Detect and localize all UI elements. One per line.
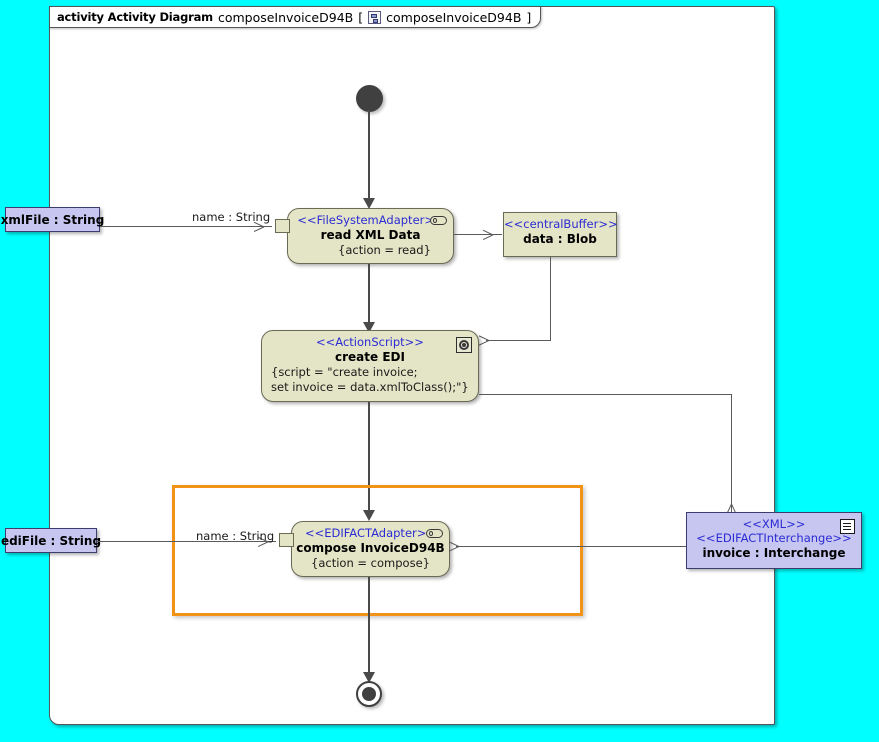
- xmlfile-label: xmlFile : String: [0, 212, 105, 227]
- document-icon: [840, 519, 855, 534]
- compose-stereotype: <<EDIFACTAdapter>>: [304, 526, 437, 540]
- read-xml-name: read XML Data: [320, 228, 421, 242]
- diagram-inner-name-label: composeInvoiceD94B: [386, 9, 522, 25]
- flow-buffer-to-create: [486, 340, 551, 342]
- arrowhead-read-xml: [363, 198, 375, 209]
- central-buffer-name: data : Blob: [523, 232, 597, 246]
- activity-diagram-icon: [368, 10, 382, 24]
- central-buffer-stereotype: <<centralBuffer>>: [504, 217, 618, 231]
- flow-read-to-buffer: [454, 234, 502, 236]
- edifile-label: ediFile : String: [0, 533, 102, 548]
- parameter-node-edifile[interactable]: ediFile : String: [1, 528, 101, 553]
- edge-label-name-string-top: name : String: [192, 210, 271, 224]
- diagram-frame-header[interactable]: activity Activity Diagram composeInvoice…: [49, 6, 542, 28]
- invoice-stereotype-edifact: <<EDIFACTInterchange>>: [696, 531, 852, 545]
- arrowhead-compose-object-in: [448, 541, 459, 552]
- invoice-name: invoice : Interchange: [702, 546, 846, 560]
- initial-node[interactable]: [356, 85, 383, 112]
- edge-label-name-string-bottom: name : String: [196, 529, 275, 543]
- parameter-node-xmlfile[interactable]: xmlFile : String: [1, 207, 104, 232]
- action-pill-icon: [430, 216, 447, 225]
- arrowhead-compose: [363, 510, 375, 521]
- script-gear-icon: [456, 337, 472, 353]
- compose-property: {action = compose}: [311, 556, 430, 570]
- create-edi-name: create EDI: [335, 350, 405, 364]
- bracket-open: [: [358, 9, 364, 25]
- read-xml-stereotype: <<FileSystemAdapter>>: [297, 213, 444, 227]
- action-pill-icon: [426, 529, 443, 538]
- action-compose-invoice[interactable]: <<EDIFACTAdapter>> compose InvoiceD94B {…: [291, 521, 450, 577]
- compose-name: compose InvoiceD94B: [296, 541, 445, 555]
- input-pin-compose[interactable]: [279, 533, 294, 547]
- action-read-xml-data[interactable]: <<FileSystemAdapter>> read XML Data {act…: [287, 208, 454, 264]
- flow-buffer-down: [550, 257, 552, 341]
- arrowhead-final: [363, 672, 375, 683]
- flow-xmlfile-to-read: [100, 226, 272, 228]
- diagram-name-label: composeInvoiceD94B: [217, 9, 354, 25]
- object-node-central-buffer[interactable]: <<centralBuffer>> data : Blob: [503, 212, 618, 257]
- flow-initial-to-read: [368, 110, 370, 200]
- bracket-close: ]: [526, 9, 532, 25]
- diagram-type-label: activity Activity Diagram: [57, 10, 213, 24]
- create-edi-script-line1: {script = "create invoice;: [271, 365, 418, 379]
- create-edi-script-line2: set invoice = data.xmlToClass();"}: [271, 380, 469, 394]
- flow-edifile-to-compose: [97, 541, 276, 543]
- flow-create-to-invoice-v: [731, 394, 733, 512]
- invoice-stereotype-xml: <<XML>>: [742, 517, 806, 531]
- arrowhead-create-edi: [363, 322, 375, 333]
- create-edi-stereotype: <<ActionScript>>: [316, 335, 424, 349]
- flow-create-to-compose: [368, 402, 370, 514]
- flow-compose-to-final: [368, 577, 370, 680]
- flow-read-to-create: [368, 264, 370, 326]
- selection-highlight[interactable]: [172, 485, 583, 616]
- action-create-edi[interactable]: <<ActionScript>> create EDI {script = "c…: [261, 330, 479, 402]
- input-pin-read-xml[interactable]: [275, 219, 290, 233]
- read-xml-property: {action = read}: [338, 243, 431, 257]
- flow-invoice-to-compose: [456, 546, 686, 548]
- arrowhead-create-edi-object: [478, 335, 489, 346]
- activity-final-node[interactable]: [356, 681, 382, 707]
- object-node-invoice[interactable]: <<XML>> <<EDIFACTInterchange>> invoice :…: [686, 512, 862, 569]
- flow-create-to-invoice-h: [479, 394, 732, 396]
